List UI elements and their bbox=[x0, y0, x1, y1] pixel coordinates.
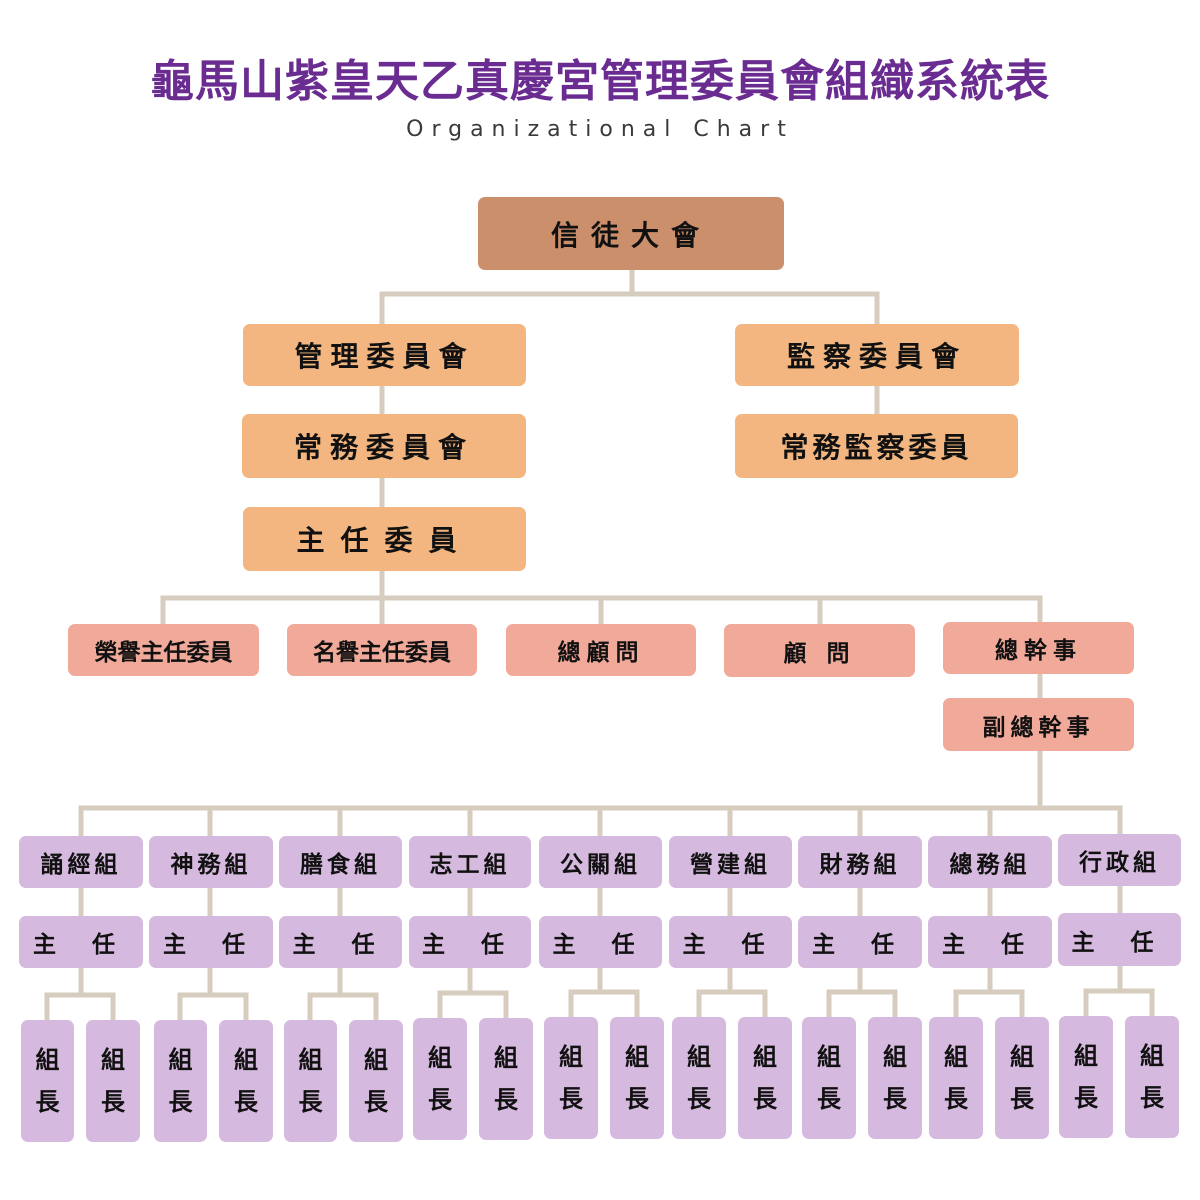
group-director-8: 主 任 bbox=[928, 916, 1052, 968]
supervisory-committee-box: 監察委員會 bbox=[735, 324, 1019, 386]
group-leader-9a: 組長 bbox=[1059, 1016, 1113, 1138]
group-leader-5a: 組長 bbox=[544, 1017, 598, 1139]
deputy-secretary-box: 副總幹事 bbox=[943, 698, 1134, 751]
group-leader-5b: 組長 bbox=[610, 1017, 664, 1139]
group-leader-6a: 組長 bbox=[672, 1017, 726, 1139]
group-name-4: 志工組 bbox=[409, 836, 531, 888]
group-director-5: 主 任 bbox=[539, 916, 662, 968]
group-leader-3a: 組長 bbox=[284, 1020, 337, 1142]
group-connectors-2 bbox=[177, 885, 249, 1023]
group-director-3: 主 任 bbox=[279, 916, 402, 968]
honorary-chief-box: 榮譽主任委員 bbox=[68, 624, 259, 676]
advisor-box: 顧 問 bbox=[724, 624, 915, 677]
group-director-9: 主 任 bbox=[1058, 913, 1181, 966]
group-director-4: 主 任 bbox=[409, 916, 531, 968]
group-connectors-1 bbox=[44, 885, 116, 1023]
group-director-6: 主 任 bbox=[669, 916, 792, 968]
group-leader-3b: 組長 bbox=[349, 1020, 403, 1142]
standing-supervisor-box: 常務監察委員 bbox=[735, 414, 1018, 478]
group-name-5: 公關組 bbox=[539, 836, 662, 888]
group-leader-4b: 組長 bbox=[479, 1018, 533, 1140]
page-title: 龜馬山紫皇天乙真慶宮管理委員會組織系統表 bbox=[150, 56, 1050, 107]
group-leader-7a: 組長 bbox=[802, 1017, 856, 1139]
group-leader-1b: 組長 bbox=[86, 1020, 140, 1142]
assembly-box: 信徒大會 bbox=[478, 197, 784, 270]
group-leader-2b: 組長 bbox=[219, 1020, 273, 1142]
group-leader-2a: 組長 bbox=[154, 1020, 207, 1142]
group-connectors-3 bbox=[307, 885, 379, 1023]
group-leader-7b: 組長 bbox=[868, 1017, 922, 1139]
secretary-general-box: 總幹事 bbox=[943, 622, 1134, 674]
group-name-3: 膳食組 bbox=[279, 836, 402, 888]
group-name-7: 財務組 bbox=[798, 836, 922, 888]
group-leader-1a: 組長 bbox=[21, 1020, 74, 1142]
group-director-1: 主 任 bbox=[19, 916, 143, 968]
group-name-1: 誦經組 bbox=[19, 836, 143, 888]
chief-committee-box: 主任委員 bbox=[243, 507, 526, 571]
group-connectors-4 bbox=[437, 885, 509, 1021]
group-name-2: 神務組 bbox=[149, 836, 273, 888]
chief-advisor-box: 總顧問 bbox=[506, 624, 696, 676]
page-subtitle: Organizational Chart bbox=[406, 117, 794, 142]
group-connectors-6 bbox=[696, 885, 768, 1020]
group-name-9: 行政組 bbox=[1058, 834, 1181, 886]
group-leader-8a: 組長 bbox=[929, 1017, 983, 1139]
group-connectors-9 bbox=[1083, 883, 1155, 1019]
group-connectors-8 bbox=[953, 885, 1025, 1020]
group-leader-6b: 組長 bbox=[738, 1017, 792, 1139]
group-name-8: 總務組 bbox=[928, 836, 1052, 888]
group-director-7: 主 任 bbox=[798, 916, 922, 968]
standing-committee-box: 常務委員會 bbox=[242, 414, 526, 478]
group-connectors-7 bbox=[826, 885, 898, 1020]
group-director-2: 主 任 bbox=[149, 916, 273, 968]
emeritus-chief-box: 名譽主任委員 bbox=[287, 624, 477, 676]
group-connectors-5 bbox=[568, 885, 640, 1020]
group-name-6: 營建組 bbox=[669, 836, 792, 888]
group-leader-8b: 組長 bbox=[995, 1017, 1049, 1139]
management-committee-box: 管理委員會 bbox=[243, 324, 526, 386]
group-leader-4a: 組長 bbox=[413, 1018, 467, 1140]
group-leader-9b: 組長 bbox=[1125, 1016, 1179, 1138]
